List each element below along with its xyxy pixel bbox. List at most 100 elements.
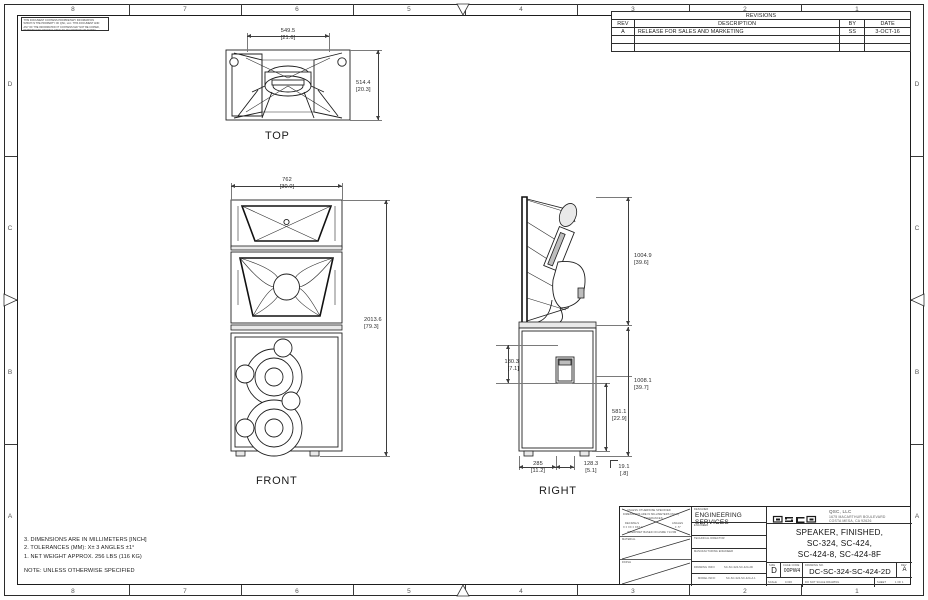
zone-label-top-2: 2 xyxy=(743,6,747,13)
signature-row-technical-director: TECHNICAL DIRECTOR xyxy=(692,536,767,549)
field-rev: REV A xyxy=(897,563,912,577)
designer-label: DESIGNER xyxy=(694,508,709,511)
top-dim-width-mm: 549.5 xyxy=(280,28,296,34)
sheet-inner-border xyxy=(17,15,911,585)
signature-row-drawing-info: DRAWING INFO: SC-SC-324-SC-424-2D xyxy=(692,562,767,574)
field-do-not-scale: DO NOT SCALE DRAWING xyxy=(803,577,875,587)
rev-cell-rev-0: A xyxy=(611,27,635,36)
finish-label: FINISH xyxy=(622,561,632,564)
rev-label: REV xyxy=(901,563,907,567)
revisions-col-by: BY xyxy=(839,19,866,28)
zone-label-bottom-1: 1 xyxy=(855,588,859,595)
rev-value: A xyxy=(902,567,907,573)
rev-cell-date-2 xyxy=(864,43,911,52)
signature-row-model-info: MODEL INFO: SC-SC-324-SC-424-A.1 xyxy=(692,574,767,586)
right-dim-horn-inch: [39.6] xyxy=(634,260,649,266)
revisions-col-description: DESCRIPTION xyxy=(633,19,841,28)
tolerance-line-3: TOLERANCES: xyxy=(644,517,664,520)
company-row: QSC, LLC 1675 MACARTHUR BOULEVARD COSTA … xyxy=(767,507,912,524)
zone-label-bottom-2: 2 xyxy=(743,588,747,595)
zone-label-left-d: D xyxy=(7,81,13,88)
tolerance-line-2: DIMENSIONS ARE IN MILLIMETERS [INCH] xyxy=(623,513,679,516)
right-dim-285-mm: 285 xyxy=(533,461,543,467)
material-label: MATERIAL xyxy=(622,538,636,541)
front-view-label: FRONT xyxy=(256,475,298,487)
drawing-info-value: SC-SC-324-SC-424-2D xyxy=(724,566,753,569)
rev-cell-description-0: RELEASE FOR SALES AND MARKETING xyxy=(633,27,841,36)
scale-label: SCALE xyxy=(768,580,778,584)
zone-label-top-7: 7 xyxy=(183,6,187,13)
company-name: QSC, LLC xyxy=(829,509,852,514)
field-drawing-number: DRAWING NO. DC-SC-324-SC-424-2D xyxy=(803,563,897,577)
signature-row-engineer: ENGINEER xyxy=(692,523,767,536)
right-dim-128-inch: [5.1] xyxy=(585,468,597,474)
proprietary-notice: THIS DOCUMENT CONTAINS PROPRIETARY INFOR… xyxy=(21,17,109,31)
model-info-label: MODEL INFO: xyxy=(698,577,716,580)
top-dim-width-inch: [21.6] xyxy=(280,35,296,41)
size-label: SIZE xyxy=(769,563,776,567)
tolerance-line-1: UNLESS OTHERWISE SPECIFIED xyxy=(627,509,671,512)
note-item-1: 1. NET WEIGHT APPROX. 256 LBS (116 KG) xyxy=(24,553,142,560)
rev-cell-by-0: SS xyxy=(839,27,866,36)
right-dim-cabinet-inch: [39.7] xyxy=(634,385,649,391)
zone-label-top-5: 5 xyxy=(407,6,411,13)
top-dim-height-mm: 514.4 xyxy=(356,80,371,86)
qsc-logo-icon xyxy=(772,515,817,523)
revisions-title-row: REVISIONS xyxy=(611,11,911,20)
drawing-info-label: DRAWING INFO: xyxy=(694,566,716,569)
rev-cell-date-1 xyxy=(864,35,911,44)
company-address-1: 1675 MACARTHUR BOULEVARD xyxy=(829,514,886,519)
right-dim-mid-inch: [22.9] xyxy=(612,416,627,422)
drawing-number-value: DC-SC-324-SC-424-2D xyxy=(809,566,891,576)
designer-value: ENGINEERING SERVICES xyxy=(695,512,742,526)
zone-label-right-c: C xyxy=(914,225,920,232)
right-dim-19-inch: [.8] xyxy=(619,471,629,477)
zone-label-bottom-8: 8 xyxy=(71,588,75,595)
company-address-2: COSTA MESA, CA 92626 xyxy=(829,519,872,523)
top-dim-height-inch: [20.3] xyxy=(356,87,371,93)
cage-code-value: 00PW4 xyxy=(783,567,801,574)
front-dim-width-mm: 762 xyxy=(282,177,292,183)
zone-label-bottom-7: 7 xyxy=(183,588,187,595)
cage-code-label: CAGE CODE xyxy=(783,563,800,567)
table-row xyxy=(611,35,911,44)
signature-row-designer: DESIGNER ENGINEERING SERVICES xyxy=(692,507,767,526)
rev-cell-description-1 xyxy=(633,35,841,44)
field-size: SIZE D xyxy=(767,563,781,577)
proprietary-line-4: REPRODUCED OR DISCLOSED TO ANY PERSON OR… xyxy=(23,29,96,31)
proprietary-line-3: ANY OF THE INFORMATION IT CONTAINS MAY N… xyxy=(23,25,100,29)
manufacturing-engineer-label: MANUFACTURING ENGINEER xyxy=(694,550,734,553)
title-fields-row: SIZE D CAGE CODE 00PW4 DRAWING NO. DC-SC… xyxy=(767,562,912,587)
engineer-label: ENGINEER xyxy=(694,524,709,527)
rev-cell-rev-2 xyxy=(611,43,635,52)
right-dim-128-mm: 128.3 xyxy=(583,461,599,467)
rev-cell-rev-1 xyxy=(611,35,635,44)
notes-header: NOTE: UNLESS OTHERWISE SPECIFIED xyxy=(24,568,135,575)
zone-label-left-a: A xyxy=(7,513,13,520)
table-row xyxy=(611,43,911,52)
zone-label-left-b: B xyxy=(7,369,13,376)
right-view-label: RIGHT xyxy=(539,485,577,497)
right-dim-recess-mm: 180.3 xyxy=(504,359,519,365)
scale-value: 0.030 xyxy=(785,580,792,584)
front-dim-height-inch: [79.3] xyxy=(364,324,379,330)
note-item-3: 3. DIMENSIONS ARE IN MILLIMETERS [INCH] xyxy=(24,537,147,543)
drawing-title-line-1: SPEAKER, FINISHED, xyxy=(795,528,884,537)
zone-label-right-a: A xyxy=(914,513,920,520)
title-block: UNLESS OTHERWISE SPECIFIED DIMENSIONS AR… xyxy=(619,506,912,587)
rev-cell-by-1 xyxy=(839,35,866,44)
right-dim-285-inch: [11.2] xyxy=(530,468,546,474)
right-dim-mid-mm: 581.1 xyxy=(612,409,627,415)
title-main-block: QSC, LLC 1675 MACARTHUR BOULEVARD COSTA … xyxy=(767,507,912,587)
note-item-2: 2. TOLERANCES (MM): X± 3 ANGLES ±1° xyxy=(24,545,135,552)
tolerance-line-6: ANGLES xyxy=(672,522,684,525)
signature-block: DESIGNER ENGINEERING SERVICES ENGINEER T… xyxy=(692,507,767,586)
zone-label-bottom-4: 4 xyxy=(519,588,523,595)
zone-label-right-d: D xyxy=(914,81,920,88)
model-info-value: SC-SC-324-SC-424-A.1 xyxy=(726,577,756,580)
tolerance-line-5: X ± XX ± XXX ± xyxy=(623,526,643,529)
revisions-table: REVISIONS REV DESCRIPTION BY DATE A RELE… xyxy=(611,11,911,52)
zone-label-top-4: 4 xyxy=(519,6,523,13)
right-dim-recess-inch: [7.1] xyxy=(507,366,519,372)
